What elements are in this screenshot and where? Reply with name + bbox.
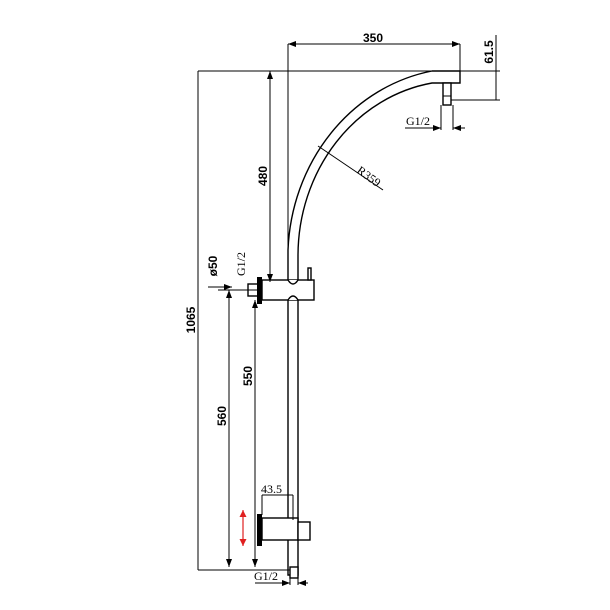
label-inlet-thread: G1/2 (234, 252, 248, 276)
dimension-lines (197, 35, 500, 586)
label-1065: 1065 (184, 306, 198, 333)
label-43-5: 43.5 (261, 482, 282, 496)
head-connector (442, 82, 452, 106)
bottom-outlet (289, 566, 299, 579)
wall-flange (257, 277, 262, 304)
label-480: 480 (256, 166, 270, 186)
label-550: 550 (241, 366, 255, 386)
label-bottom-thread: G1/2 (254, 569, 278, 583)
shower-pipe (287, 70, 461, 576)
label-560: 560 (215, 406, 229, 426)
upper-bracket (247, 267, 315, 304)
label-diameter: ø50 (206, 255, 220, 276)
label-350: 350 (363, 31, 383, 45)
label-head-thread: G1/2 (406, 114, 430, 128)
lower-bracket (257, 514, 311, 579)
label-61-5: 61.5 (482, 40, 496, 64)
wall-flange (257, 514, 262, 546)
label-radius: R359 (354, 163, 383, 190)
